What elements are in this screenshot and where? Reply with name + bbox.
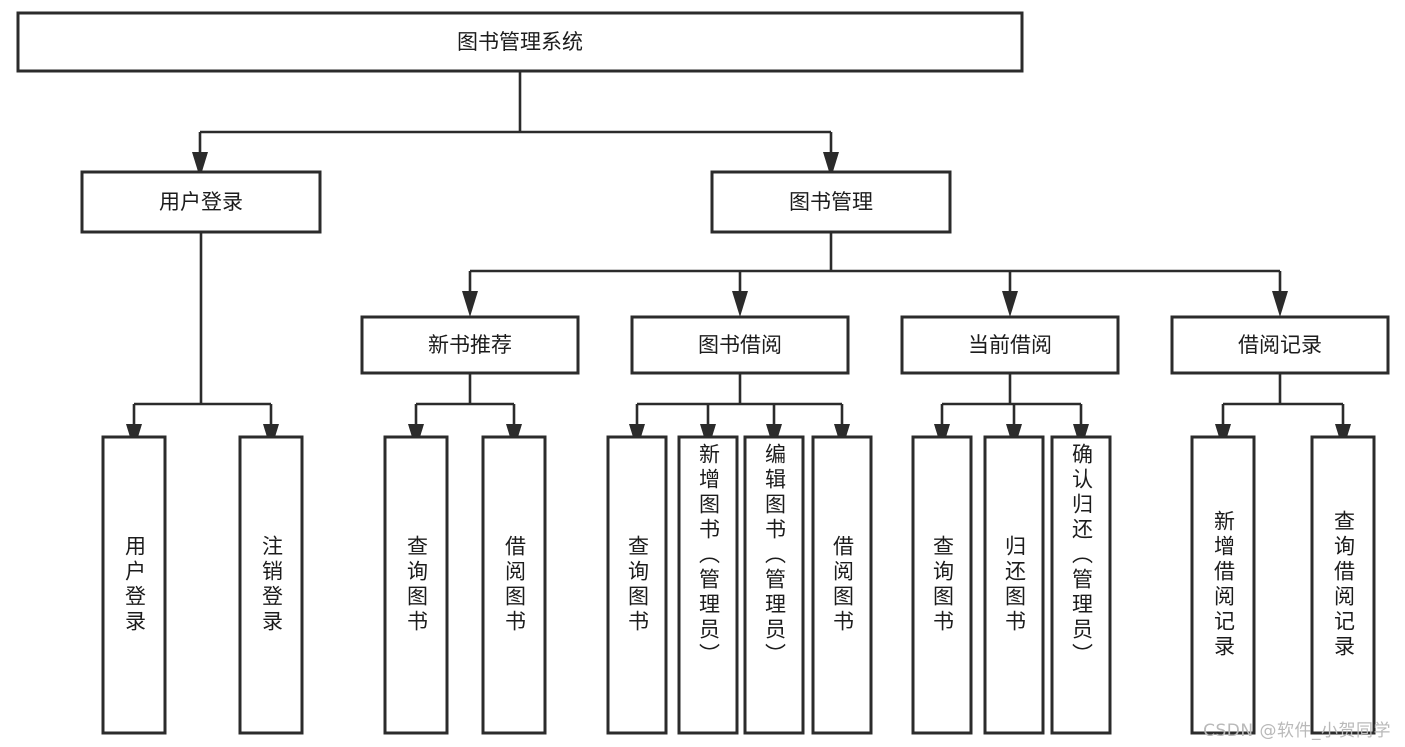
node-label-borrow-record: 借阅记录: [1238, 333, 1322, 357]
node-label-root: 图书管理系统: [457, 30, 583, 54]
node-box-leaf-logout[interactable]: [238, 435, 304, 735]
node-box-leaf-user-login[interactable]: [101, 435, 167, 735]
node-box-leaf-add-record[interactable]: [1190, 435, 1256, 735]
node-box-leaf-add-book[interactable]: [677, 435, 739, 735]
node-label-current-borrow: 当前借阅: [968, 333, 1052, 357]
node-box-leaf-borrow-book-new[interactable]: [481, 435, 547, 735]
arrow-head-icon: [732, 291, 748, 317]
node-label-new-book-recommend: 新书推荐: [428, 333, 512, 357]
node-box-leaf-query-book-new[interactable]: [383, 435, 449, 735]
node-label-book-manage: 图书管理: [789, 190, 873, 214]
node-label-user-login: 用户登录: [159, 190, 243, 214]
arrow-head-icon: [1002, 291, 1018, 317]
node-box-user-login[interactable]: [80, 170, 322, 234]
arrow-head-icon: [1272, 291, 1288, 317]
node-box-root[interactable]: [16, 11, 1024, 73]
arrow-head-icon: [462, 291, 478, 317]
node-box-borrow-record[interactable]: [1170, 315, 1390, 375]
node-box-leaf-confirm-return[interactable]: [1050, 435, 1112, 735]
box-layer: [16, 11, 1390, 735]
node-box-book-borrow[interactable]: [630, 315, 850, 375]
arrow-head-icon: [192, 152, 208, 178]
node-box-book-manage[interactable]: [710, 170, 952, 234]
node-box-leaf-edit-book[interactable]: [743, 435, 805, 735]
connector-bus-root: [192, 71, 839, 178]
node-box-leaf-query-book-borrow[interactable]: [606, 435, 668, 735]
connector-bus-user-login: [126, 232, 279, 450]
node-box-new-book-recommend[interactable]: [360, 315, 580, 375]
node-label-book-borrow: 图书借阅: [698, 333, 782, 357]
node-box-leaf-query-book-current[interactable]: [911, 435, 973, 735]
arrow-head-icon: [823, 152, 839, 178]
node-box-current-borrow[interactable]: [900, 315, 1120, 375]
node-box-leaf-query-record[interactable]: [1310, 435, 1376, 735]
node-box-leaf-borrow-book[interactable]: [811, 435, 873, 735]
node-box-leaf-return-book[interactable]: [983, 435, 1045, 735]
connector-bus-book-manage: [462, 232, 1288, 317]
connector-layer: [126, 71, 1351, 450]
